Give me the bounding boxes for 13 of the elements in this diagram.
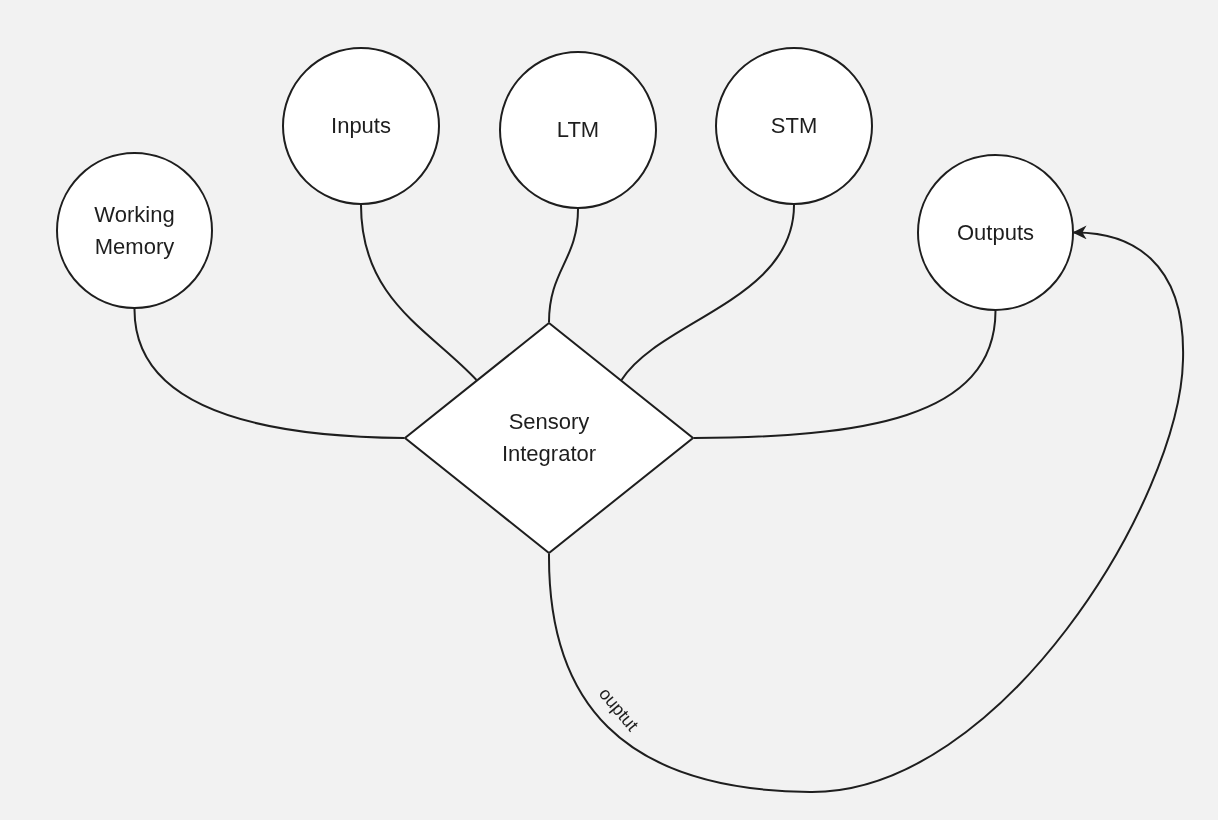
node-label: Sensory Integrator	[500, 408, 598, 468]
arrow	[548, 225, 1184, 793]
node-label: STM	[770, 112, 818, 140]
node-label: Outputs	[956, 218, 1034, 247]
connector-line	[693, 310, 997, 439]
connector-line	[620, 204, 795, 381]
node-label: LTM	[556, 116, 600, 144]
connector-line	[548, 208, 579, 323]
connector-line	[360, 204, 478, 381]
node-label: Inputs	[331, 112, 391, 140]
connector-line	[133, 308, 405, 439]
node-label: Working Memory	[93, 200, 176, 261]
decision-diamond	[404, 322, 694, 554]
